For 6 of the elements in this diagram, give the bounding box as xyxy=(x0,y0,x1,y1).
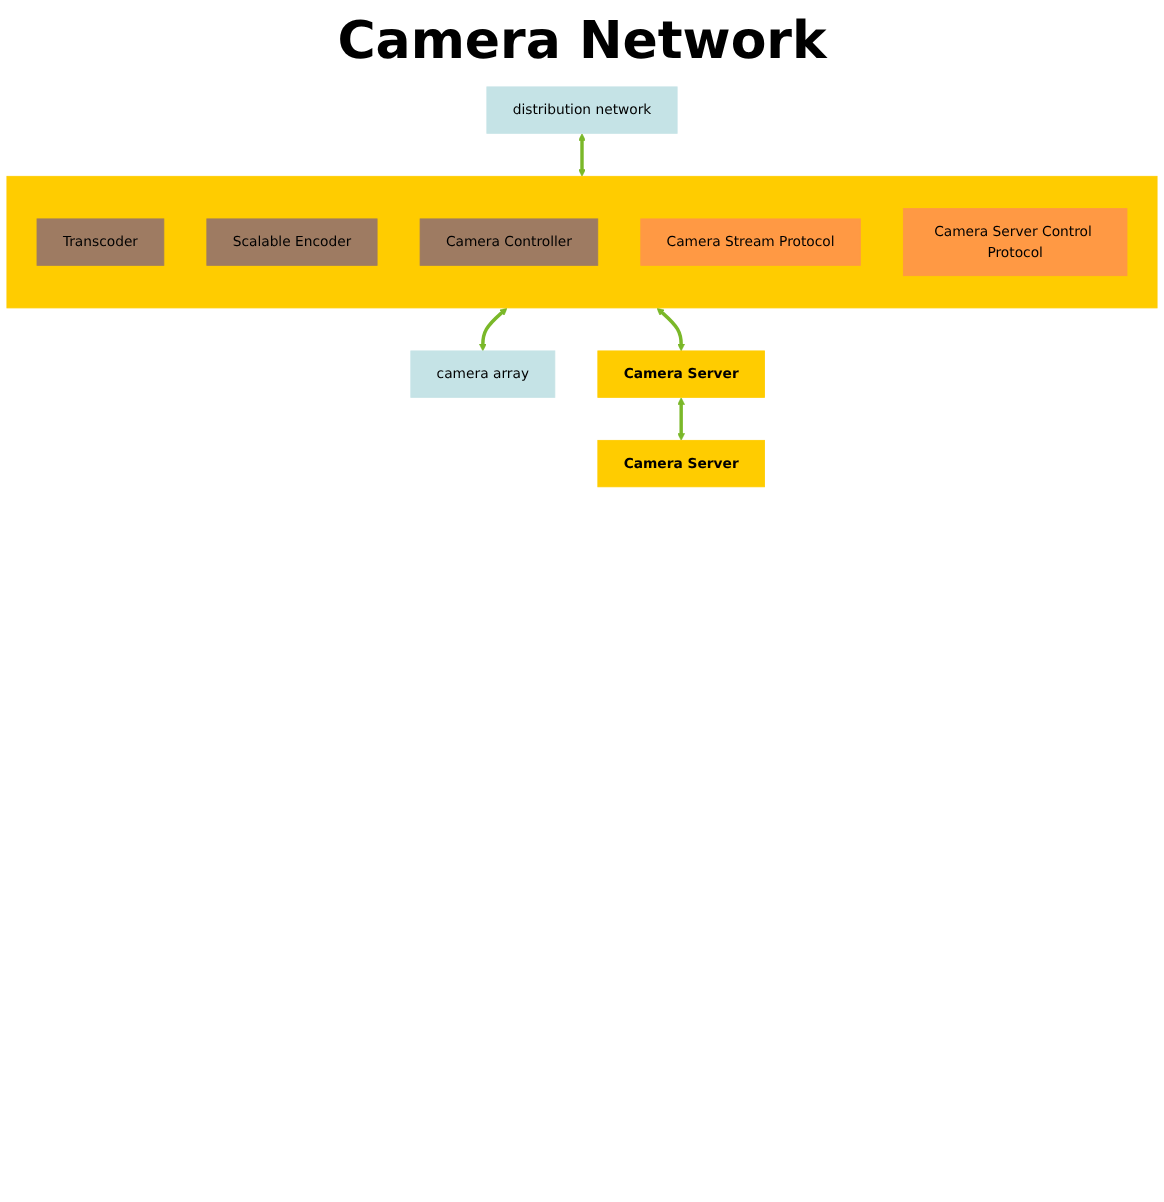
cluster xyxy=(6,175,1158,309)
arrow xyxy=(677,397,685,441)
arrow xyxy=(578,133,586,177)
arrow xyxy=(656,307,685,352)
diagram-title: Camera Network xyxy=(335,12,830,72)
arrow xyxy=(479,307,508,352)
